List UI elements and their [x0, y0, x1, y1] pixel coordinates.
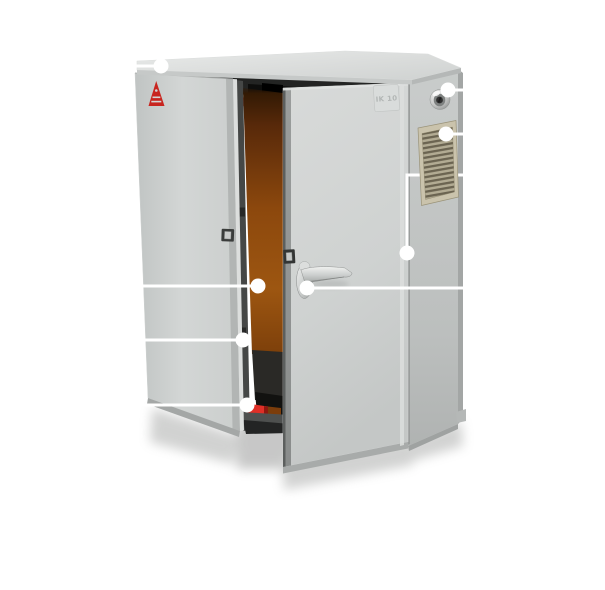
right-door-left-edge-dark — [283, 88, 286, 467]
right-door: IK 10 — [282, 82, 409, 474]
callout-dot-hinge — [399, 245, 415, 261]
brand-logo — [148, 81, 165, 106]
callout-dot-base-busbar — [239, 397, 255, 413]
impact-rating-plate: IK 10 — [372, 83, 401, 113]
callout-lines-over — [0, 64, 605, 407]
impact-rating-plate-label: IK 10 — [375, 94, 397, 103]
padlock-hasp-left — [221, 228, 235, 242]
callout-dot-mounting-panel — [250, 278, 266, 294]
interior-lower-section — [252, 350, 283, 402]
callout-dot-roof — [153, 58, 169, 74]
right-door-top-edge — [283, 83, 408, 91]
left-door-bottom-edge — [147, 398, 240, 437]
roof-right-edge — [412, 68, 461, 85]
left-door — [134, 72, 244, 437]
handle-lever — [300, 266, 353, 284]
handle-shadow — [311, 280, 349, 288]
frame-clip-upper — [239, 207, 245, 217]
lock-key-slot — [437, 97, 442, 103]
side-panel-right-edge — [458, 69, 463, 424]
left-door-face — [134, 72, 241, 432]
padlock-hasp-right — [283, 249, 296, 264]
cabinet-roof — [136, 50, 462, 85]
handle-lever-underside — [304, 276, 345, 283]
callout-dot-lock — [440, 82, 456, 98]
callout-dots — [153, 58, 456, 413]
side-panel-rear-foot — [456, 409, 466, 423]
right-door-hinge-gap-highlight — [400, 83, 404, 446]
lock-highlight — [432, 90, 441, 97]
ventilation-grille — [417, 120, 459, 206]
mounting-panel-orange — [243, 88, 283, 356]
right-door-bottom-edge — [283, 442, 408, 474]
callout-dot-handle — [299, 280, 315, 296]
callout-dot-ventilation — [438, 126, 454, 142]
roof-front-edge — [137, 70, 412, 85]
base-sill-shadow — [243, 420, 290, 434]
callout-dot-door-frame — [235, 332, 251, 348]
side-panel-bottom-edge — [408, 424, 458, 451]
